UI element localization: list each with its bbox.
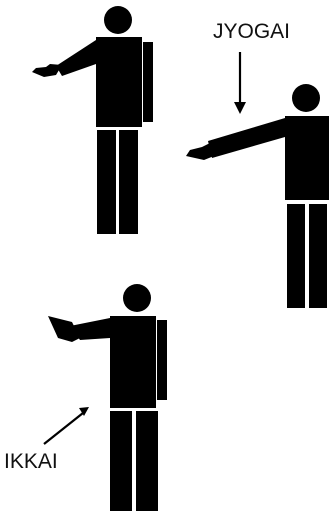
jyogai-callout: JYOGAI [213,20,290,114]
ikkai-label: IKKAI [4,450,58,473]
figure-3 [48,284,167,511]
figure-1-torso [96,37,142,127]
figure-3-head [123,284,151,312]
jyogai-arrow-head [234,102,246,114]
figure-3-pointing-hand [48,316,80,342]
figure-1-pointing-hand [32,64,62,77]
figure-2-head [292,84,320,112]
figure-3-left-leg [110,411,132,511]
figure-2-pointing-arm [208,118,285,158]
figure-1-head [104,6,132,34]
figure-3-right-arm [157,320,167,400]
figure-2-left-leg [287,204,305,308]
ikkai-arrow-line [44,413,83,444]
figure-1-pointing-arm [56,40,96,76]
figure-1-left-leg [97,130,116,234]
figure-1-right-leg [119,130,138,234]
figure-2-torso [285,116,329,200]
ikkai-callout: IKKAI [4,407,89,473]
figure-3-right-leg [136,411,158,511]
figure-3-torso [110,316,156,408]
figure-1-right-arm [143,42,153,122]
figure-2-pointing-hand [186,142,214,160]
figure-2 [186,84,329,308]
figure-1 [32,6,153,234]
figure-2-right-leg [309,204,327,308]
jyogai-label: JYOGAI [213,20,290,43]
